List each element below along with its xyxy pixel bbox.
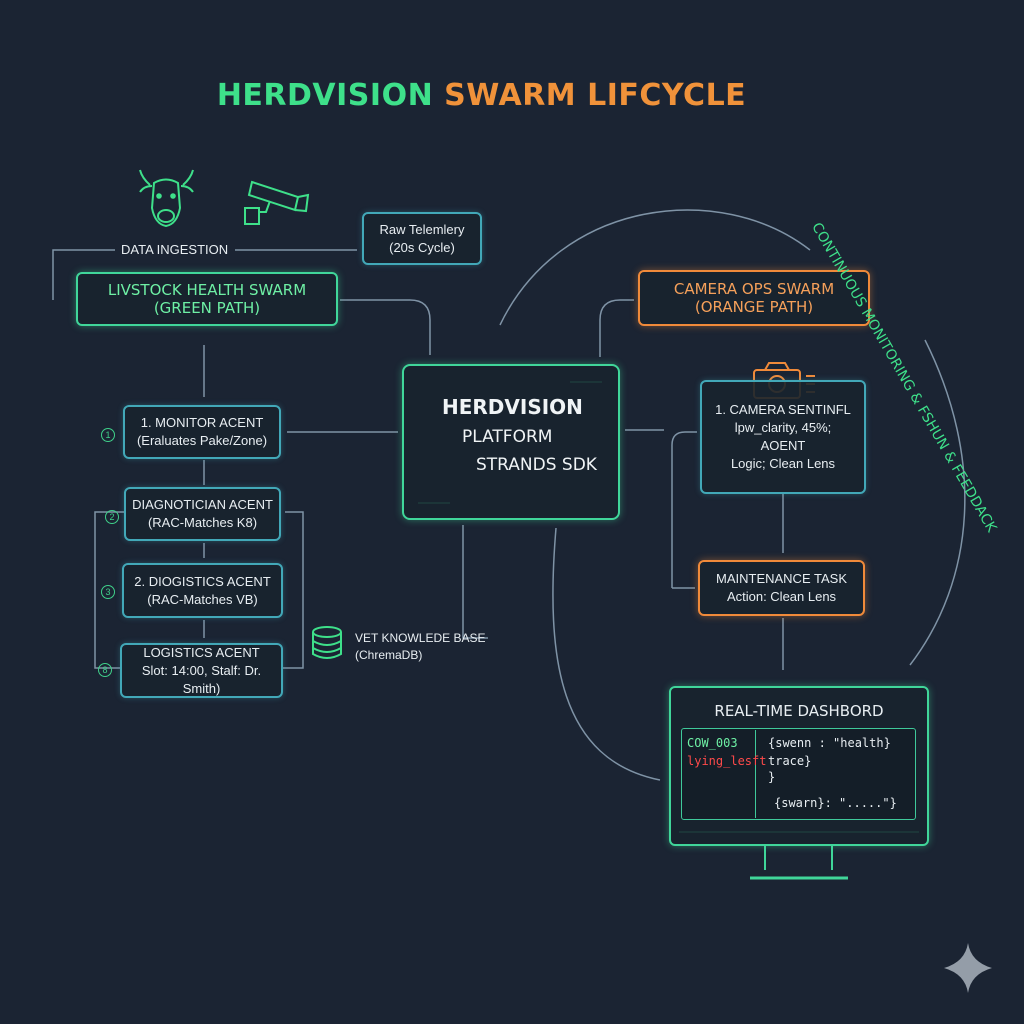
feedback-arc-top — [499, 209, 811, 326]
ingestion-line — [52, 249, 115, 300]
dashboard-screen — [681, 728, 916, 820]
step-badge-1: 1 — [101, 428, 115, 442]
logistics-agent-line1: LOGISTICS ACENT — [143, 644, 260, 660]
platform-camera-swarm-arrow — [599, 299, 634, 357]
step-badge-2: 2 — [105, 510, 119, 524]
right-loop-line — [283, 511, 304, 669]
herdvision-platform-box: HERDVISION PLATFORM STRANDS SDK — [402, 364, 620, 520]
camera-swarm-line1: CAMERA OPS SWARM — [673, 280, 835, 298]
step-badge-3: 3 — [101, 585, 115, 599]
title-part1: HERDVISION — [216, 78, 434, 113]
feedback-arc-right — [909, 339, 966, 666]
dashboard-code-line4: {swarn}: "....."} — [774, 796, 897, 810]
kb-line1: VET KNOWLEDE BASE — [355, 631, 486, 645]
dashboard-title: REAL-TIME DASHBORD — [714, 702, 884, 720]
cctv-camera-icon — [244, 180, 310, 225]
diogistics-agent-box: 2. DIOGISTICS ACENT (RAC-Matches VB) — [122, 563, 283, 618]
vet-knowledge-base: VET KNOWLEDE BASE (ChremaDB) — [355, 630, 485, 664]
sentinel-line4: Logic; Clean Lens — [730, 456, 836, 471]
livestock-health-swarm-box: LIVSTOCK HEALTH SWARM (GREEN PATH) — [76, 272, 338, 326]
sentinel-loop-line — [671, 431, 697, 588]
dashboard-cow-id: COW_003 — [687, 736, 738, 750]
diagnostician-agent-line1: DIAGNOTICIAN ACENT — [132, 497, 273, 512]
diagnostician-agent-line2: (RAC-Matches K8) — [147, 515, 258, 530]
monitor-agent-line2: (Eraluates Pake/Zone) — [136, 433, 268, 448]
sparkle-icon — [944, 943, 992, 993]
platform-line3: STRANDS SDK — [476, 455, 597, 475]
maintenance-line1: MAINTENANCE TASK — [716, 571, 847, 586]
monitor-agent-box: 1. MONITOR ACENT (Eraluates Pake/Zone) — [123, 405, 281, 459]
step-badge-4: 8 — [98, 663, 112, 677]
dashboard-code-line2: trace} — [768, 754, 812, 768]
page-title: HERDVISION SWARM LIFCYCLE — [0, 78, 963, 113]
sentinel-line2: lpw_clarity, 45%; — [734, 420, 832, 435]
platform-to-dashboard-arrow — [552, 527, 661, 781]
diagnostician-agent-box: DIAGNOTICIAN ACENT (RAC-Matches K8) — [124, 487, 281, 541]
monitor-agent-line1: 1. MONITOR ACENT — [140, 415, 264, 430]
diogistics-agent-line2: (RAC-Matches VB) — [147, 591, 258, 607]
raw-telemetry-box: Raw Telemlery (20s Cycle) — [362, 212, 482, 265]
dashboard-code-line1: {swenn : "health} — [768, 736, 891, 750]
dashboard-divider — [755, 730, 756, 818]
telemetry-line1: Raw Telemlery — [379, 221, 465, 237]
maintenance-task-box: MAINTENANCE TASK Action: Clean Lens — [698, 560, 865, 616]
cow-icon — [139, 169, 194, 228]
data-ingestion-label: DATA INGESTION — [121, 242, 229, 257]
platform-line1: HERDVISION — [442, 395, 583, 419]
platform-line2: PLATFORM — [462, 427, 553, 447]
camera-sentinel-box: 1. CAMERA SENTINFL lpw_clarity, 45%; AOE… — [700, 380, 866, 494]
sentinel-line3: AOENT — [760, 438, 806, 453]
diogistics-agent-line1: 2. DIOGISTICS ACENT — [134, 573, 271, 589]
livestock-swarm-line2: (GREEN PATH) — [153, 299, 261, 317]
swarm-to-platform-arrow — [340, 299, 431, 355]
maintenance-line2: Action: Clean Lens — [726, 589, 837, 604]
platform-to-kb-arrow — [462, 525, 488, 639]
sentinel-line1: 1. CAMERA SENTINFL — [715, 402, 851, 417]
logistics-agent-line2: Slot: 14:00, Stalf: Dr. Smith) — [141, 662, 262, 696]
telemetry-line2: (20s Cycle) — [389, 239, 455, 255]
title-part2: SWARM LIFCYCLE — [444, 78, 747, 113]
camera-swarm-line2: (ORANGE PATH) — [694, 298, 814, 316]
logistics-agent-box: LOGISTICS ACENT Slot: 14:00, Stalf: Dr. … — [120, 643, 283, 698]
livestock-swarm-line1: LIVSTOCK HEALTH SWARM — [107, 281, 307, 299]
kb-line2: (ChremaDB) — [355, 648, 423, 662]
dashboard-cow-status: lying_lesft — [687, 754, 767, 768]
dashboard-code-line3: } — [768, 770, 776, 784]
camera-ops-swarm-box: CAMERA OPS SWARM (ORANGE PATH) — [638, 270, 870, 326]
database-icon — [312, 626, 342, 659]
